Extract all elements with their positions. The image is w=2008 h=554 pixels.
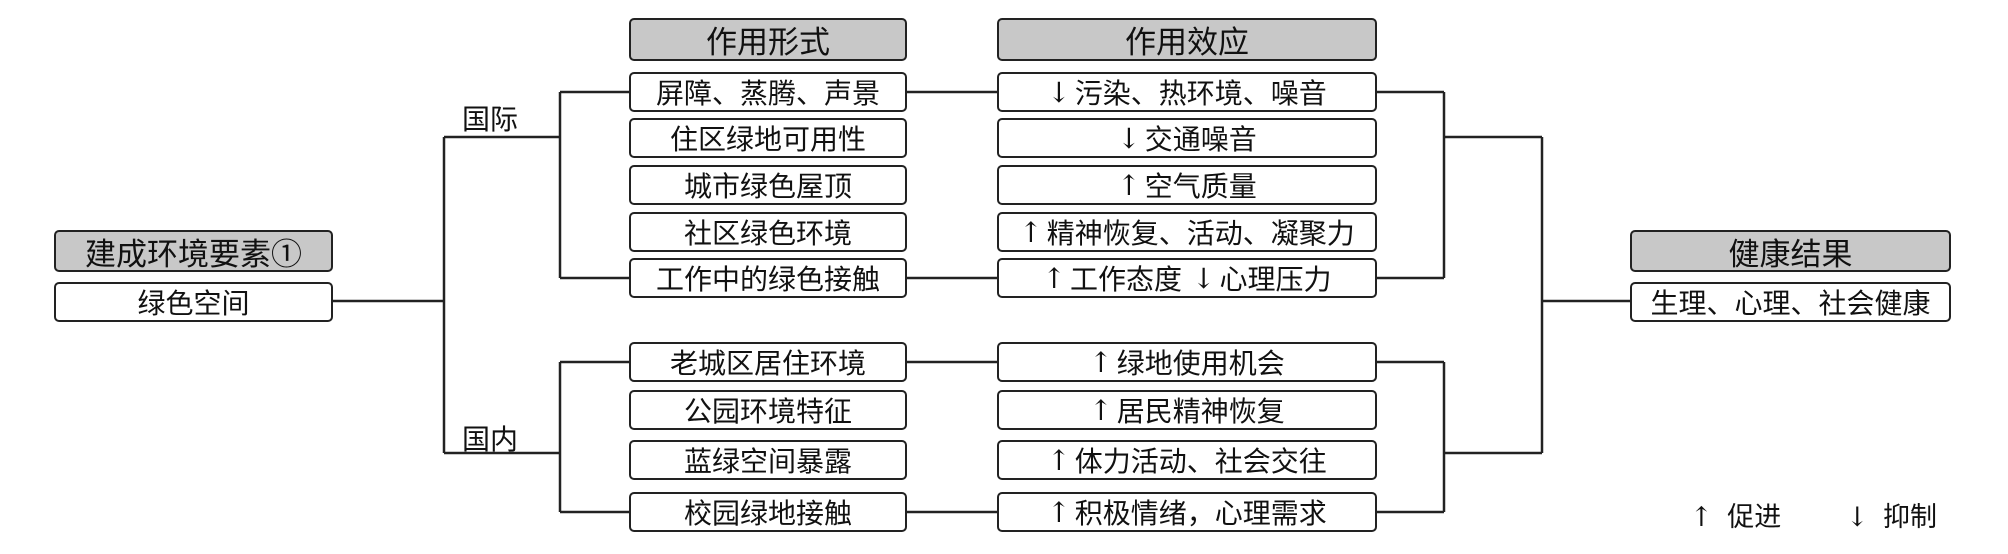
- promote-arrow-icon: ↑: [1047, 495, 1071, 529]
- outcome-item: 生理、心理、社会健康: [1630, 282, 1951, 322]
- effect-item: ↑工作态度 ↓心理压力: [997, 258, 1377, 298]
- effect-item: ↓交通噪音: [997, 118, 1377, 158]
- form-item: 校园绿地接触: [629, 492, 907, 532]
- effect-text: 绿地使用机会: [1116, 347, 1285, 380]
- promote-arrow-icon: ↑: [1089, 393, 1113, 427]
- legend-inhibit-label: 抑制: [1883, 502, 1938, 533]
- promote-arrow-icon: ↑: [1690, 502, 1713, 533]
- effect-text: 积极情绪，心理需求: [1074, 497, 1327, 530]
- branch-label-domestic: 国内: [462, 423, 519, 456]
- form-item: 蓝绿空间暴露: [629, 440, 907, 480]
- outcome-header: 健康结果: [1630, 230, 1951, 273]
- form-item: 工作中的绿色接触: [629, 258, 907, 298]
- branch-label-international: 国际: [462, 103, 519, 136]
- effect-item: ↑精神恢复、活动、凝聚力: [997, 212, 1377, 252]
- promote-arrow-icon: ↑: [1089, 345, 1113, 379]
- inhibit-arrow-icon: ↓: [1845, 502, 1869, 533]
- effect-text: 污染、热环境、噪音: [1074, 77, 1327, 110]
- source-item: 绿色空间: [54, 282, 333, 322]
- forms-header: 作用形式: [629, 18, 907, 61]
- effect-text: 心理压力: [1219, 263, 1332, 296]
- effect-text: 交通噪音: [1144, 123, 1257, 156]
- form-item: 城市绿色屋顶: [629, 165, 907, 205]
- form-item: 老城区居住环境: [629, 342, 907, 382]
- effect-text: 精神恢复、活动、凝聚力: [1046, 217, 1355, 250]
- effect-text: 体力活动、社会交往: [1074, 445, 1327, 478]
- promote-arrow-icon: ↑: [1042, 261, 1066, 295]
- effect-item: ↑积极情绪，心理需求: [997, 492, 1377, 532]
- effect-item: ↑空气质量: [997, 165, 1377, 205]
- effect-text: 居民精神恢复: [1116, 395, 1285, 428]
- source-header: 建成环境要素①: [54, 230, 333, 273]
- effect-text: 空气质量: [1144, 170, 1257, 203]
- effect-item: ↑体力活动、社会交往: [997, 440, 1377, 480]
- effect-item: ↓污染、热环境、噪音: [997, 72, 1377, 112]
- effect-text: 工作态度: [1069, 263, 1182, 296]
- form-item: 屏障、蒸腾、声景: [629, 72, 907, 112]
- effects-header: 作用效应: [997, 18, 1377, 61]
- promote-arrow-icon: ↑: [1019, 215, 1043, 249]
- promote-arrow-icon: ↑: [1047, 443, 1071, 477]
- legend: ↑ 促进 ↓ 抑制: [1690, 495, 1937, 534]
- effect-item: ↑居民精神恢复: [997, 390, 1377, 430]
- inhibit-arrow-icon: ↓: [1192, 261, 1216, 295]
- effect-item: ↑绿地使用机会: [997, 342, 1377, 382]
- form-item: 公园环境特征: [629, 390, 907, 430]
- legend-promote-label: 促进: [1727, 502, 1782, 533]
- promote-arrow-icon: ↑: [1117, 168, 1141, 202]
- inhibit-arrow-icon: ↓: [1117, 121, 1141, 155]
- form-item: 住区绿地可用性: [629, 118, 907, 158]
- inhibit-arrow-icon: ↓: [1047, 75, 1071, 109]
- form-item: 社区绿色环境: [629, 212, 907, 252]
